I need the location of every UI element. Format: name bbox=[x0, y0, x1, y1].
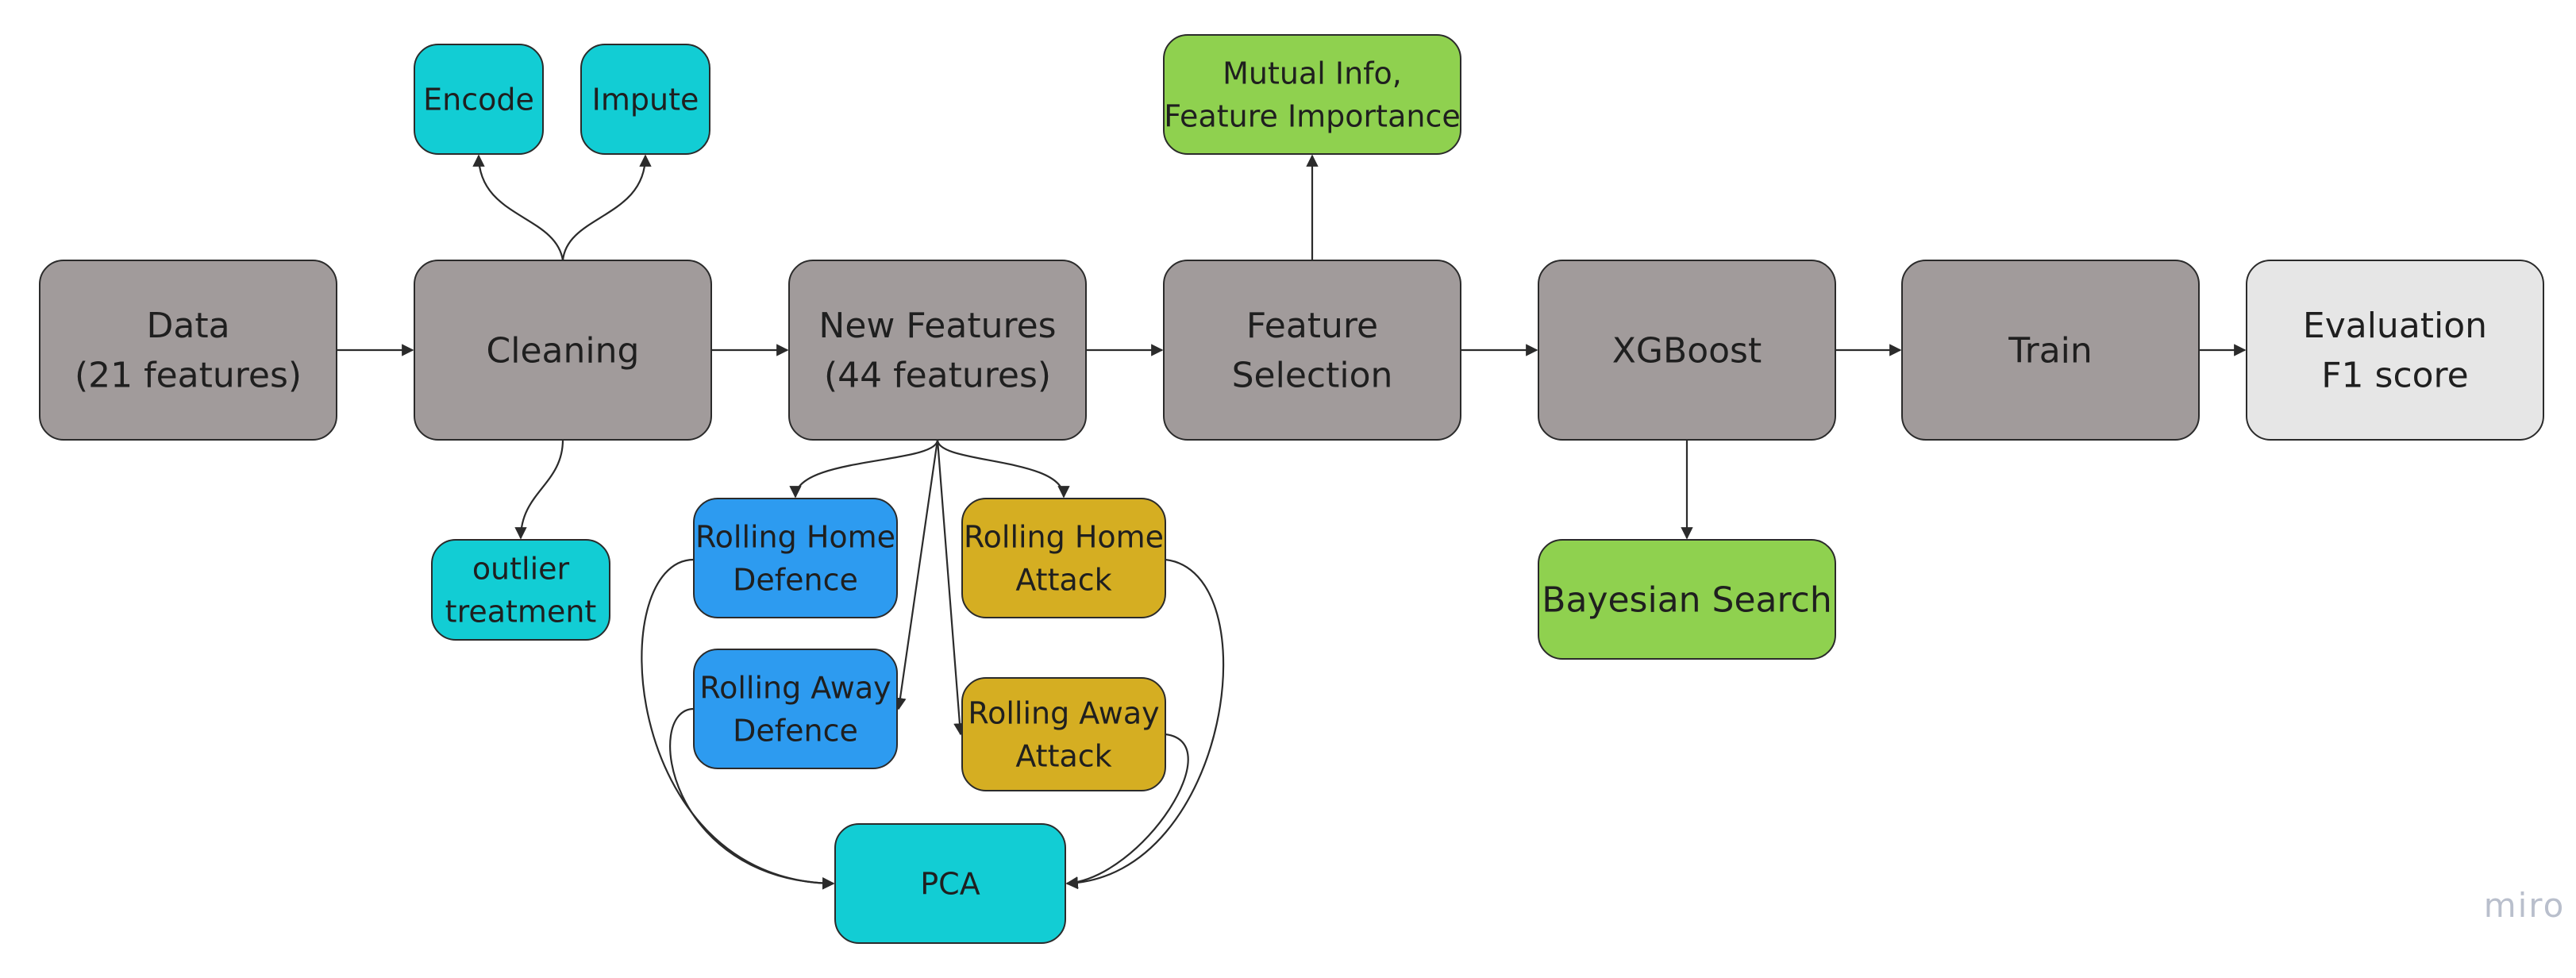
node-new-features-label-line-1: (44 features) bbox=[824, 356, 1051, 396]
node-rolling-home-defence-box[interactable] bbox=[693, 498, 898, 618]
node-rolling-home-defence-label-line-0: Rolling Home bbox=[695, 519, 895, 554]
node-evaluation[interactable]: Evaluation F1 score bbox=[2246, 260, 2544, 441]
node-pca-label-line-0: PCA bbox=[920, 866, 980, 901]
node-outlier-label-line-0: outlier bbox=[472, 551, 570, 586]
edge-cleaning-to-impute bbox=[561, 154, 652, 261]
node-cleaning[interactable]: Cleaning bbox=[414, 260, 712, 441]
node-outlier[interactable]: outlier treatment bbox=[431, 539, 610, 641]
node-bayesian-label-line-0: Bayesian Search bbox=[1542, 579, 1831, 620]
node-feature-selection-label-line-0: Feature bbox=[1246, 306, 1378, 346]
node-data[interactable]: Data (21 features) bbox=[39, 260, 337, 441]
node-feature-selection-label-line-1: Selection bbox=[1232, 356, 1393, 396]
edge-cleaning-to-outlier bbox=[514, 439, 564, 540]
node-mutual-info[interactable]: Mutual Info, Feature Importance bbox=[1163, 34, 1461, 155]
node-train[interactable]: Train bbox=[1901, 260, 2200, 441]
miro-watermark: miro bbox=[2484, 886, 2566, 925]
node-train-label-line-0: Train bbox=[2008, 330, 2093, 371]
node-data-label-line-0: Data bbox=[146, 306, 229, 346]
node-xgboost-label-line-0: XGBoost bbox=[1612, 330, 1762, 371]
node-rolling-away-defence-label-line-0: Rolling Away bbox=[699, 670, 891, 705]
node-rolling-home-attack-box[interactable] bbox=[961, 498, 1166, 618]
node-encode[interactable]: Encode bbox=[414, 44, 544, 155]
node-impute-box[interactable] bbox=[580, 44, 710, 155]
node-outlier-box[interactable] bbox=[431, 539, 610, 641]
edge-rolling-home-defence-to-pca bbox=[641, 558, 835, 890]
edge-rolling-home-attack-to-pca bbox=[1065, 558, 1225, 890]
node-data-label-line-1: (21 features) bbox=[75, 356, 302, 396]
node-encode-box[interactable] bbox=[414, 44, 544, 155]
node-rolling-away-defence-label-line-1: Defence bbox=[733, 713, 858, 748]
edge-new-features-to-rolling-away-defence bbox=[894, 439, 939, 710]
node-bayesian[interactable]: Bayesian Search bbox=[1538, 539, 1836, 660]
node-evaluation-label-line-1: F1 score bbox=[2321, 356, 2469, 396]
edge-rolling-away-attack-to-pca bbox=[1065, 733, 1189, 889]
node-cleaning-box[interactable] bbox=[414, 260, 712, 441]
node-data-box[interactable] bbox=[39, 260, 337, 441]
edge-cleaning-to-encode bbox=[472, 154, 564, 261]
node-pca[interactable]: PCA bbox=[834, 823, 1066, 944]
node-rolling-home-attack-label-line-1: Attack bbox=[1015, 562, 1111, 597]
edge-new-features-to-rolling-away-attack bbox=[936, 439, 966, 736]
node-rolling-away-attack-label-line-1: Attack bbox=[1015, 738, 1111, 773]
node-feature-selection-box[interactable] bbox=[1163, 260, 1461, 441]
node-pca-box[interactable] bbox=[834, 823, 1066, 944]
node-new-features-label-line-0: New Features bbox=[818, 306, 1056, 346]
node-rolling-away-attack-box[interactable] bbox=[961, 677, 1166, 791]
node-train-box[interactable] bbox=[1901, 260, 2200, 441]
edge-new-features-to-rolling-home-attack bbox=[936, 439, 1070, 499]
node-rolling-away-attack-label-line-0: Rolling Away bbox=[968, 695, 1159, 730]
node-impute-label-line-0: Impute bbox=[592, 82, 699, 117]
node-new-features[interactable]: New Features (44 features) bbox=[788, 260, 1087, 441]
nodes-layer: Data (21 features) Cleaning New Features (44… bbox=[39, 34, 2544, 944]
node-xgboost[interactable]: XGBoost bbox=[1538, 260, 1836, 441]
node-mutual-info-label-line-0: Mutual Info, bbox=[1223, 56, 1402, 90]
node-encode-label-line-0: Encode bbox=[423, 82, 534, 117]
edge-rolling-away-defence-to-pca bbox=[669, 707, 835, 890]
node-rolling-away-defence-box[interactable] bbox=[693, 649, 898, 769]
node-evaluation-label-line-0: Evaluation bbox=[2303, 306, 2487, 346]
node-bayesian-box[interactable] bbox=[1538, 539, 1836, 660]
node-evaluation-box[interactable] bbox=[2246, 260, 2544, 441]
edge-new-features-to-rolling-home-defence bbox=[789, 439, 939, 499]
node-mutual-info-label-line-1: Feature Importance bbox=[1164, 98, 1460, 133]
node-cleaning-label-line-0: Cleaning bbox=[487, 330, 640, 371]
node-rolling-home-attack-label-line-0: Rolling Home bbox=[964, 519, 1164, 554]
node-impute[interactable]: Impute bbox=[580, 44, 710, 155]
node-xgboost-box[interactable] bbox=[1538, 260, 1836, 441]
node-mutual-info-box[interactable] bbox=[1163, 34, 1461, 155]
node-rolling-home-defence-label-line-1: Defence bbox=[733, 562, 858, 597]
edges-layer bbox=[337, 154, 2247, 890]
node-new-features-box[interactable] bbox=[788, 260, 1087, 441]
node-outlier-label-line-1: treatment bbox=[445, 594, 597, 629]
